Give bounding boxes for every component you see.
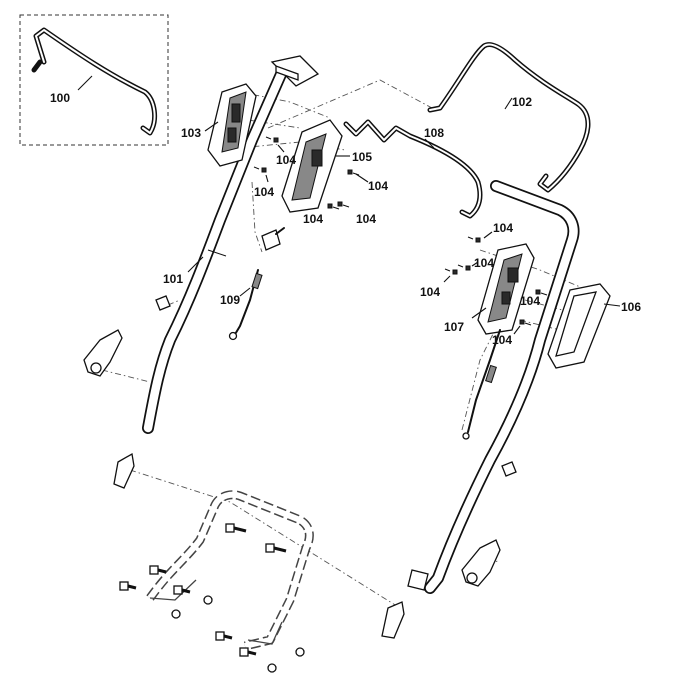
- label-106: 106: [621, 300, 641, 314]
- cable-cover-107[interactable]: [477, 243, 535, 335]
- screw-8: [457, 264, 471, 271]
- label-104-i: 104: [520, 294, 540, 308]
- label-109: 109: [220, 293, 240, 307]
- label-104-g: 104: [474, 256, 494, 270]
- bottom-fasteners: [119, 523, 305, 673]
- label-104-a: 104: [276, 153, 296, 167]
- label-108: 108: [424, 126, 444, 140]
- left-handle-tube-101[interactable]: [142, 55, 320, 434]
- screw-7: [444, 268, 458, 275]
- control-rod-108[interactable]: [343, 119, 483, 219]
- leader-107: [471, 307, 487, 319]
- lower-bracket-right: [381, 601, 405, 639]
- bail-rod-100[interactable]: [31, 27, 158, 136]
- leader-101: [187, 256, 204, 273]
- label-100: 100: [50, 91, 70, 105]
- screw-4: [327, 203, 340, 210]
- label-104-h: 104: [420, 285, 440, 299]
- leader-100: [77, 75, 93, 91]
- cable-cover-103[interactable]: [207, 83, 257, 167]
- clip-right: [501, 461, 517, 477]
- screw-6: [467, 236, 481, 243]
- right-handle-tube[interactable]: [407, 180, 580, 594]
- leader-102: [504, 97, 513, 110]
- bowden-cable-109[interactable]: [228, 227, 285, 341]
- screws-104: [253, 136, 548, 326]
- screw-1: [265, 136, 279, 143]
- label-107: 107: [444, 320, 464, 334]
- screw-10: [519, 319, 532, 326]
- label-104-c: 104: [368, 179, 388, 193]
- label-104-f: 104: [493, 221, 513, 235]
- screw-5: [337, 201, 350, 208]
- inset-box-part-100: 100: [19, 14, 169, 146]
- leader-103: [204, 121, 219, 132]
- label-104-b: 104: [254, 185, 274, 199]
- assembly-lines: [101, 79, 593, 609]
- label-105: 105: [352, 150, 372, 164]
- cable-cover-105[interactable]: [281, 119, 343, 213]
- cable-cover-106[interactable]: [547, 283, 611, 369]
- clip-left: [155, 295, 171, 311]
- right-cable: [462, 329, 501, 440]
- label-102: 102: [512, 95, 532, 109]
- lower-frame: [146, 490, 314, 651]
- control-bail-102[interactable]: [427, 42, 591, 193]
- label-104-d: 104: [303, 212, 323, 226]
- screw-9: [535, 289, 548, 296]
- leader-106: [603, 303, 621, 307]
- label-103: 103: [181, 126, 201, 140]
- leader-108: [424, 138, 435, 149]
- label-101: 101: [163, 272, 183, 286]
- label-104-e: 104: [356, 212, 376, 226]
- clamp-lever-left: [83, 329, 123, 377]
- lower-bracket-left: [113, 452, 135, 489]
- leader-109: [239, 287, 251, 297]
- screw-labels: 104 104 104 104 104 104 104 104 104 104: [254, 144, 540, 347]
- clamp-lever-right: [461, 539, 501, 587]
- label-104-j: 104: [492, 333, 512, 347]
- screw-2: [253, 166, 267, 173]
